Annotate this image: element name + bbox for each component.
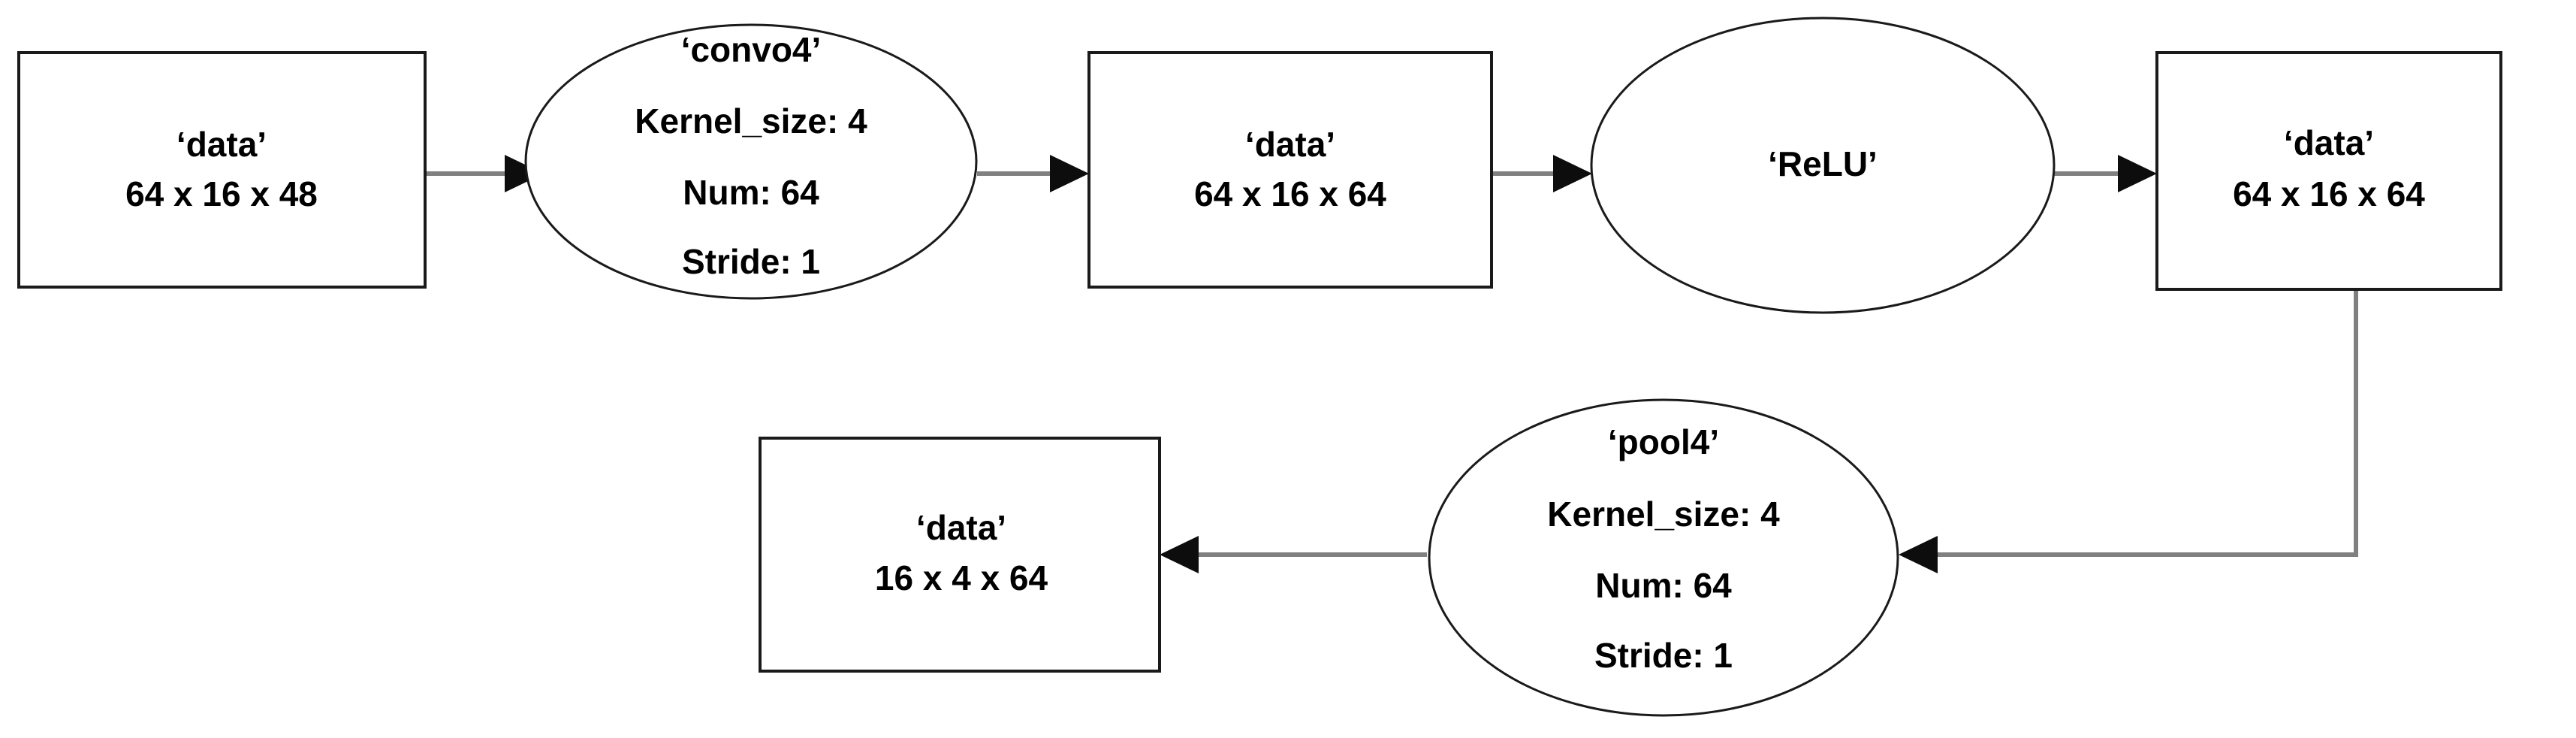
node-label-line-2: Kernel_size: 4 [635, 101, 867, 141]
edge-relu-to-data-relu-out [2053, 155, 2157, 192]
edge-convo4-to-data-conv-out [977, 155, 1089, 192]
node-data-in[interactable]: ‘data’ 64 x 16 x 48 [17, 51, 427, 289]
node-data-pool-out[interactable]: ‘data’ 16 x 4 x 64 [759, 437, 1161, 673]
node-label-line-3: Num: 64 [683, 173, 819, 212]
node-label-line-2: 64 x 16 x 64 [2233, 174, 2425, 213]
node-box[interactable] [1087, 51, 1493, 289]
node-label-line-1: ‘pool4’ [1608, 422, 1719, 461]
arrowhead-left-icon [1160, 536, 1199, 573]
edge-data-conv-out-to-relu [1492, 155, 1592, 192]
node-label-line-2: 64 x 16 x 64 [1194, 174, 1386, 213]
edge-line [1938, 289, 2358, 557]
node-label-line-1: ‘convo4’ [681, 30, 822, 69]
node-label-line-4: Stride: 1 [1594, 636, 1733, 675]
node-label-line-2: Kernel_size: 4 [1547, 495, 1780, 534]
edge-data-in-to-convo4 [425, 155, 544, 192]
node-data-conv-out[interactable]: ‘data’ 64 x 16 x 64 [1087, 51, 1493, 289]
arrowhead-right-icon [1553, 155, 1592, 192]
node-relu[interactable]: ‘ReLU’ [1590, 17, 2056, 314]
node-label-line-2: 16 x 4 x 64 [875, 558, 1048, 597]
edge-pool4-to-data-pool-out [1160, 536, 1427, 573]
arrowhead-left-icon [1899, 536, 1938, 573]
arrowhead-right-icon [1050, 155, 1089, 192]
node-ellipse[interactable] [1590, 17, 2056, 314]
node-box[interactable] [2155, 51, 2502, 291]
node-label-line-1: ‘data’ [176, 125, 267, 164]
node-label-line-4: Stride: 1 [682, 242, 820, 281]
node-label-line-2: 64 x 16 x 48 [125, 174, 318, 213]
node-convo4[interactable]: ‘convo4’ Kernel_size: 4 Num: 64 Stride: … [524, 23, 978, 300]
node-label-line-1: ‘data’ [1245, 125, 1335, 164]
node-data-relu-out[interactable]: ‘data’ 64 x 16 x 64 [2155, 51, 2502, 291]
node-ellipse[interactable] [524, 23, 978, 300]
arrowhead-right-icon [505, 155, 544, 192]
node-label-line-1: ‘data’ [916, 508, 1006, 547]
node-label-line-1: ‘ReLU’ [1768, 144, 1878, 183]
node-label-line-1: ‘data’ [2284, 123, 2374, 162]
node-pool4[interactable]: ‘pool4’ Kernel_size: 4 Num: 64 Stride: 1 [1428, 398, 1899, 717]
arrowhead-right-icon [2118, 155, 2157, 192]
node-box[interactable] [17, 51, 427, 289]
node-box[interactable] [759, 437, 1161, 673]
node-ellipse[interactable] [1428, 398, 1899, 717]
node-label-line-3: Num: 64 [1595, 566, 1732, 605]
edge-data-relu-out-to-pool4 [1899, 289, 2358, 573]
